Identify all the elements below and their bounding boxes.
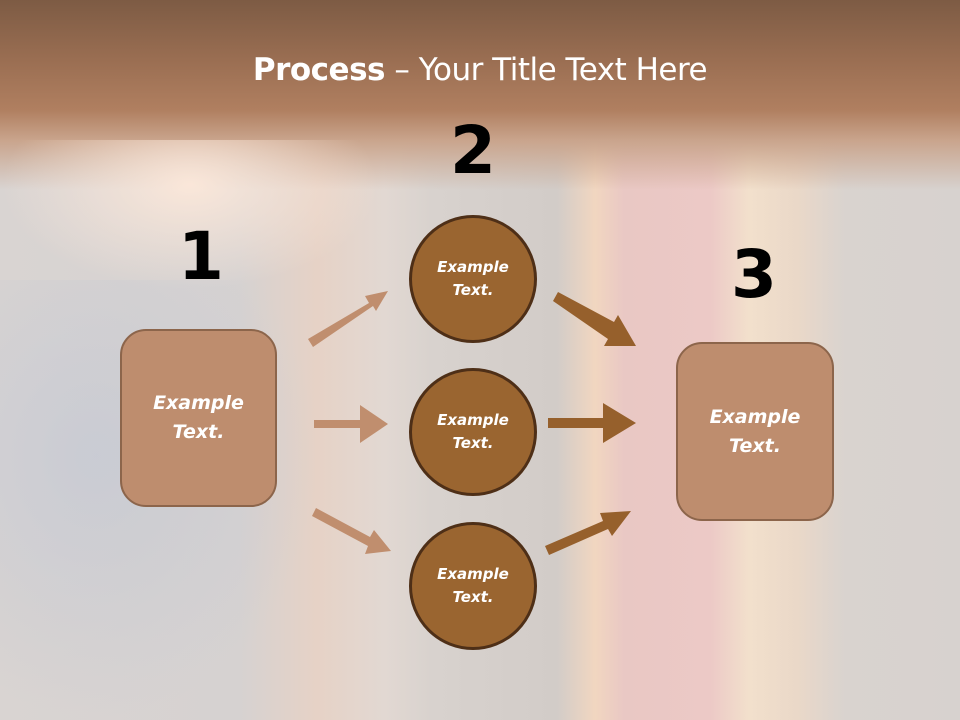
step-2-circle-2[interactable]: Example Text. bbox=[409, 368, 537, 496]
title-rest: – Your Title Text Here bbox=[385, 52, 708, 88]
step-number-3: 3 bbox=[731, 236, 777, 313]
step-3-label: Example Text. bbox=[709, 405, 801, 457]
background-highlight bbox=[0, 140, 380, 290]
slide-title: Process – Your Title Text Here bbox=[0, 52, 960, 88]
step-3-box[interactable]: Example Text. bbox=[676, 342, 834, 521]
step-number-2: 2 bbox=[450, 112, 496, 189]
title-bold: Process bbox=[252, 52, 386, 88]
step-2-circle-3[interactable]: Example Text. bbox=[409, 522, 537, 650]
step-2-circle-1-label: Example Text. bbox=[437, 258, 509, 299]
arrow-1-to-2a-icon bbox=[308, 291, 388, 347]
arrow-2c-to-3-icon bbox=[545, 511, 631, 555]
step-1-box[interactable]: Example Text. bbox=[120, 329, 277, 507]
arrow-2a-to-3-icon bbox=[553, 292, 636, 346]
step-2-circle-2-label: Example Text. bbox=[437, 411, 509, 452]
step-2-circle-1[interactable]: Example Text. bbox=[409, 215, 537, 343]
step-1-label: Example Text. bbox=[153, 392, 244, 443]
step-number-1: 1 bbox=[178, 218, 224, 295]
step-2-circle-3-label: Example Text. bbox=[437, 565, 509, 606]
arrow-2b-to-3-icon bbox=[548, 403, 636, 443]
arrow-1-to-2b-icon bbox=[314, 405, 388, 443]
arrow-1-to-2c-icon bbox=[312, 508, 391, 554]
